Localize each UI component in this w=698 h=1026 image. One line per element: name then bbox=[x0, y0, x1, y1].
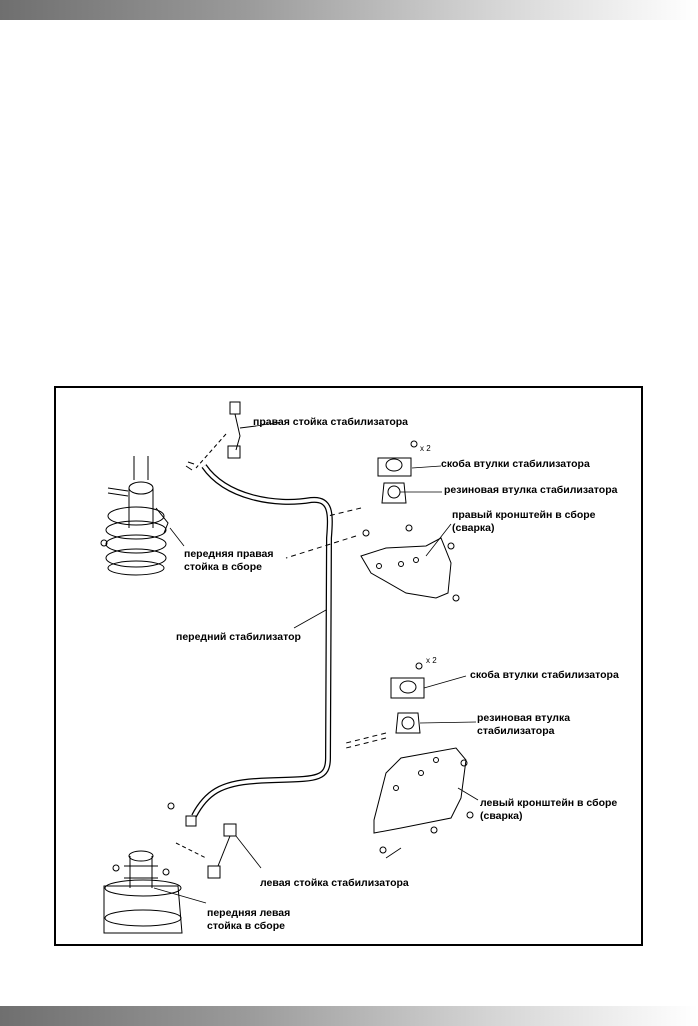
label-front-stabilizer: передний стабилизатор bbox=[176, 631, 301, 643]
right-stab-link-drawing bbox=[185, 401, 257, 471]
footer-gradient-bar bbox=[0, 1006, 698, 1026]
label-left-stab-link: левая стойка стабилизатора bbox=[260, 877, 409, 889]
label-rubber-bushing-left-line1: резиновая втулка bbox=[477, 712, 571, 724]
label-bushing-clamp-left: скоба втулки стабилизатора bbox=[470, 669, 619, 681]
left-bracket-drawing bbox=[345, 662, 474, 854]
header-gradient-bar bbox=[0, 0, 698, 20]
label-left-bracket-line1: левый кронштейн в сборе bbox=[480, 797, 618, 809]
label-qty-left: x 2 bbox=[426, 656, 437, 665]
label-front-left-strut-line2: стойка в сборе bbox=[207, 920, 285, 932]
label-front-right-strut-line1: передняя правая bbox=[184, 548, 274, 560]
label-front-right-strut-line2: стойка в сборе bbox=[184, 561, 262, 573]
label-front-left-strut-line1: передняя левая bbox=[207, 907, 291, 919]
left-stab-link-drawing bbox=[167, 802, 237, 879]
label-qty-right: x 2 bbox=[420, 444, 431, 453]
front-right-strut-drawing bbox=[100, 456, 169, 576]
label-right-bracket-line1: правый кронштейн в сборе bbox=[452, 509, 596, 521]
label-right-bracket-line2: (сварка) bbox=[452, 522, 495, 534]
label-rubber-bushing-right: резиновая втулка стабилизатора bbox=[444, 484, 618, 496]
label-right-stab-link: правая стойка стабилизатора bbox=[253, 416, 408, 428]
diagram-drawing bbox=[100, 401, 479, 934]
stabilizer-diagram: правая стойка стабилизатора x 2 скоба вт… bbox=[54, 386, 643, 946]
label-bushing-clamp-right: скоба втулки стабилизатора bbox=[441, 458, 590, 470]
label-rubber-bushing-left-line2: стабилизатора bbox=[477, 725, 555, 737]
label-left-bracket-line2: (сварка) bbox=[480, 810, 523, 822]
front-left-strut-drawing bbox=[103, 850, 183, 934]
right-bracket-drawing bbox=[285, 440, 460, 602]
